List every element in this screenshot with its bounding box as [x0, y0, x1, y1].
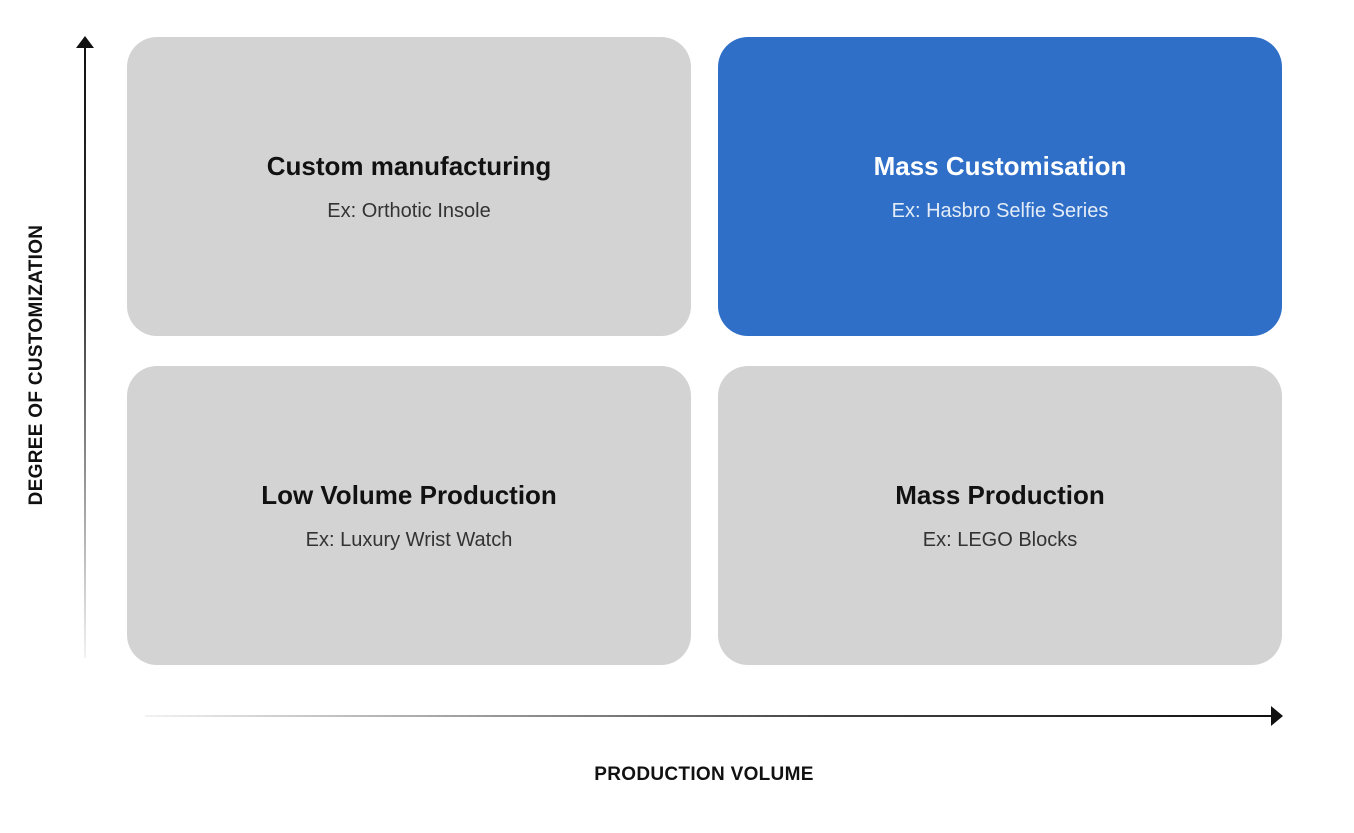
quadrant-example: Ex: Orthotic Insole: [327, 200, 491, 222]
x-axis: [145, 715, 1273, 717]
quadrant-low-volume-production: Low Volume Production Ex: Luxury Wrist W…: [127, 366, 691, 665]
quadrant-example: Ex: Hasbro Selfie Series: [891, 200, 1109, 222]
quadrant-mass-production: Mass Production Ex: LEGO Blocks: [718, 366, 1282, 665]
x-axis-label: PRODUCTION VOLUME: [594, 764, 814, 785]
quadrant-title: Mass Customisation: [873, 151, 1127, 181]
quadrant-example: Ex: LEGO Blocks: [922, 529, 1078, 551]
quadrant-custom-manufacturing: Custom manufacturing Ex: Orthotic Insole: [127, 37, 691, 336]
quadrant-title: Low Volume Production: [261, 480, 557, 510]
quadrant-example: Ex: Luxury Wrist Watch: [305, 529, 513, 551]
y-axis-label: DEGREE OF CUSTOMIZATION: [26, 224, 47, 506]
quadrant-mass-customisation: Mass Customisation Ex: Hasbro Selfie Ser…: [718, 37, 1282, 336]
quadrant-title: Mass Production: [895, 480, 1105, 510]
y-axis-arrowhead: [76, 36, 94, 48]
quadrant-title: Custom manufacturing: [266, 151, 552, 181]
x-axis-arrowhead: [1271, 706, 1283, 726]
y-axis: [84, 46, 86, 658]
